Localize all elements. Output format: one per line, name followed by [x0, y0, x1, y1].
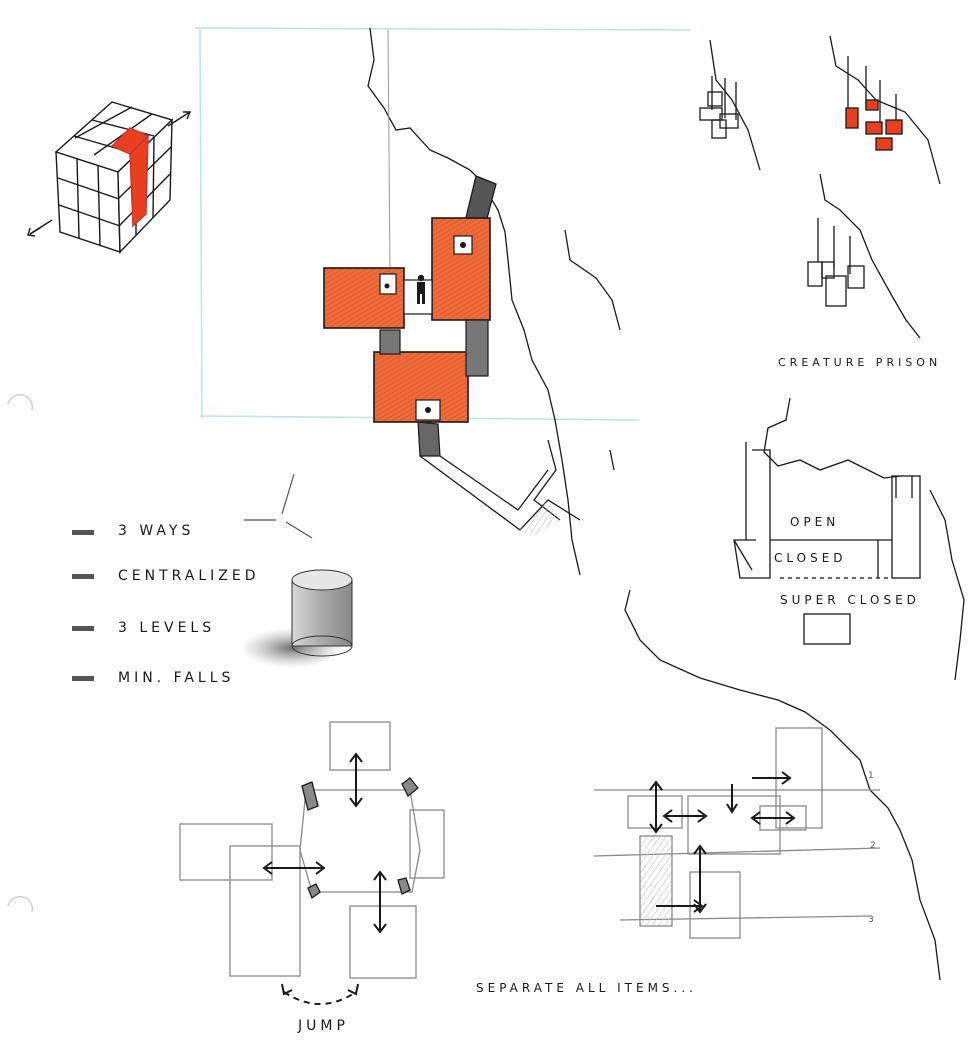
note-centralized: CENTRALIZED [118, 568, 260, 584]
jump-arrows [262, 752, 387, 1005]
open-closed-sketch [733, 397, 965, 681]
person-icon [417, 274, 425, 304]
note-falls: MIN. FALLS [118, 670, 234, 686]
cliff-edges [367, 27, 941, 981]
note-levels: 3 LEVELS [118, 620, 215, 636]
three-ways-arrow-icon [244, 473, 313, 539]
bullet-2 [72, 574, 94, 579]
design-notes: 3 WAYS CENTRALIZED 3 LEVELS MIN. FALLS [72, 523, 260, 686]
bullet-3 [72, 626, 94, 631]
label-super-closed: SUPER CLOSED [780, 593, 920, 607]
cube-axis-arrow [167, 111, 191, 127]
caption-separate: SEPARATE ALL ITEMS... [476, 981, 697, 995]
jump-plan [179, 721, 445, 979]
level-number-3: 3 [868, 915, 874, 925]
levels-plan [593, 727, 881, 939]
label-jump: JUMP [297, 1018, 349, 1034]
caption-creature-prison: CREATURE PRISON [778, 356, 941, 369]
level-number-1: 1 [868, 771, 874, 781]
note-ways: 3 WAYS [118, 523, 194, 539]
level-number-2: 2 [870, 841, 876, 851]
bullet-4 [72, 676, 94, 681]
label-closed: CLOSED [774, 551, 847, 565]
label-open: OPEN [790, 515, 839, 529]
creature-prison-sketches [699, 35, 941, 339]
jump-arc [283, 991, 357, 1005]
levels-arrows [649, 771, 796, 914]
bullet-1 [72, 530, 94, 535]
room-right [431, 217, 491, 321]
cube-sketch [27, 101, 192, 254]
binder-hole-icon [7, 393, 34, 913]
lower-ramp [417, 421, 441, 457]
central-plan [323, 29, 581, 536]
cylinder-sketch [240, 569, 353, 668]
